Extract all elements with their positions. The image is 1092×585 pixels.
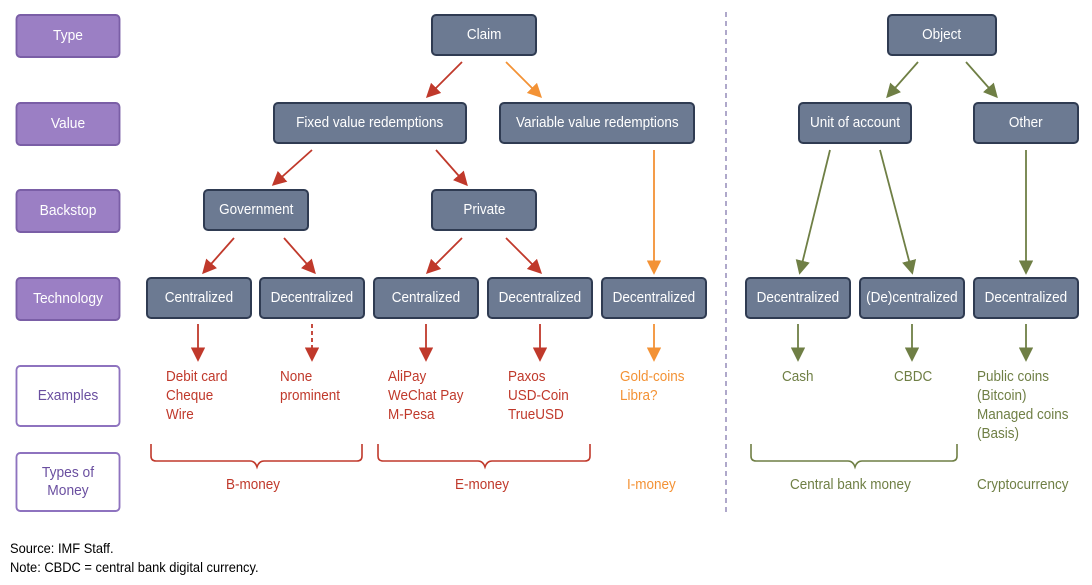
node-priv-decentralized: Decentralized bbox=[487, 277, 593, 319]
money-i-money: I-money bbox=[627, 476, 676, 493]
examples-unit-decentralized: Cash bbox=[782, 367, 817, 386]
arrow-priv-decentralized bbox=[505, 237, 543, 275]
node-unit-de-centralized: (De)centralized bbox=[859, 277, 965, 319]
examples-unit-de-centralized: CBDC bbox=[894, 367, 937, 386]
example-item: prominent bbox=[280, 387, 341, 404]
node-fixed-value-redemptions: Fixed value redemptions bbox=[273, 102, 467, 144]
examples-priv-centralized: AliPay WeChat Pay M-Pesa bbox=[388, 367, 472, 424]
node-private: Private bbox=[431, 189, 537, 231]
example-item: None bbox=[280, 368, 313, 385]
money-central-bank-money: Central bank money bbox=[790, 476, 911, 493]
node-var-decentralized: Decentralized bbox=[601, 277, 707, 319]
arrow-claim-fixed bbox=[425, 61, 463, 99]
example-item: USD-Coin bbox=[508, 387, 569, 404]
row-label-type: Type bbox=[15, 14, 121, 58]
node-government: Government bbox=[203, 189, 309, 231]
arrow-fixed-government bbox=[271, 149, 313, 186]
example-item: (Bitcoin) bbox=[977, 387, 1027, 404]
example-item: AliPay bbox=[388, 368, 427, 385]
example-item: Libra? bbox=[620, 387, 658, 404]
example-item: Paxos bbox=[508, 368, 546, 385]
arrow-gov-decentralized bbox=[283, 237, 316, 275]
footer-note: Note: CBDC = central bank digital curren… bbox=[10, 559, 259, 575]
row-label-technology: Technology bbox=[15, 277, 121, 321]
example-item: WeChat Pay bbox=[388, 387, 464, 404]
money-cryptocurrency: Cryptocurrency bbox=[977, 476, 1069, 493]
example-item: M-Pesa bbox=[388, 406, 435, 423]
example-item: Managed coins bbox=[977, 406, 1069, 423]
brace-e-money bbox=[377, 444, 591, 470]
arrow-fixed-private bbox=[435, 149, 468, 187]
node-unit-of-account: Unit of account bbox=[798, 102, 912, 144]
example-item: Wire bbox=[166, 406, 194, 423]
examples-gov-decentralized: None prominent bbox=[280, 367, 347, 405]
row-label-examples: Examples bbox=[15, 365, 121, 427]
arrow-object-other bbox=[965, 61, 998, 99]
node-gov-decentralized: Decentralized bbox=[259, 277, 365, 319]
footer-source: Source: IMF Staff. bbox=[10, 540, 114, 556]
node-claim: Claim bbox=[431, 14, 537, 56]
node-gov-centralized: Centralized bbox=[146, 277, 252, 319]
node-unit-decentralized: Decentralized bbox=[745, 277, 851, 319]
brace-central-bank-money bbox=[750, 444, 958, 470]
row-label-backstop: Backstop bbox=[15, 189, 121, 233]
money-e-money: E-money bbox=[455, 476, 510, 493]
example-item: TrueUSD bbox=[508, 406, 564, 423]
example-item: Cash bbox=[782, 368, 814, 385]
node-variable-value-redemptions: Variable value redemptions bbox=[499, 102, 695, 144]
examples-priv-decentralized: Paxos USD-Coin TrueUSD bbox=[508, 367, 576, 424]
row-label-value: Value bbox=[15, 102, 121, 146]
examples-other-decentralized: Public coins (Bitcoin) Managed coins (Ba… bbox=[977, 367, 1079, 443]
arrow-priv-centralized bbox=[425, 237, 463, 275]
brace-b-money bbox=[150, 444, 363, 470]
node-other-decentralized: Decentralized bbox=[973, 277, 1079, 319]
money-b-money: B-money bbox=[226, 476, 281, 493]
example-item: Cheque bbox=[166, 387, 214, 404]
node-other: Other bbox=[973, 102, 1079, 144]
example-item: Gold-coins bbox=[620, 368, 685, 385]
arrow-claim-variable bbox=[505, 61, 543, 99]
example-item: (Basis) bbox=[977, 425, 1020, 442]
row-label-types-of-money: Types of Money bbox=[15, 452, 121, 512]
node-priv-centralized: Centralized bbox=[373, 277, 479, 319]
example-item: Debit card bbox=[166, 368, 228, 385]
arrow-gov-centralized bbox=[202, 237, 235, 275]
examples-var-decentralized: Gold-coins Libra? bbox=[620, 367, 692, 405]
arrow-unit-decentralized2 bbox=[879, 149, 917, 275]
examples-gov-centralized: Debit card Cheque Wire bbox=[166, 367, 234, 424]
arrow-unit-decentralized bbox=[795, 149, 831, 275]
arrow-object-unit bbox=[886, 61, 919, 99]
example-item: CBDC bbox=[894, 368, 933, 385]
node-object: Object bbox=[887, 14, 997, 56]
example-item: Public coins bbox=[977, 368, 1050, 385]
